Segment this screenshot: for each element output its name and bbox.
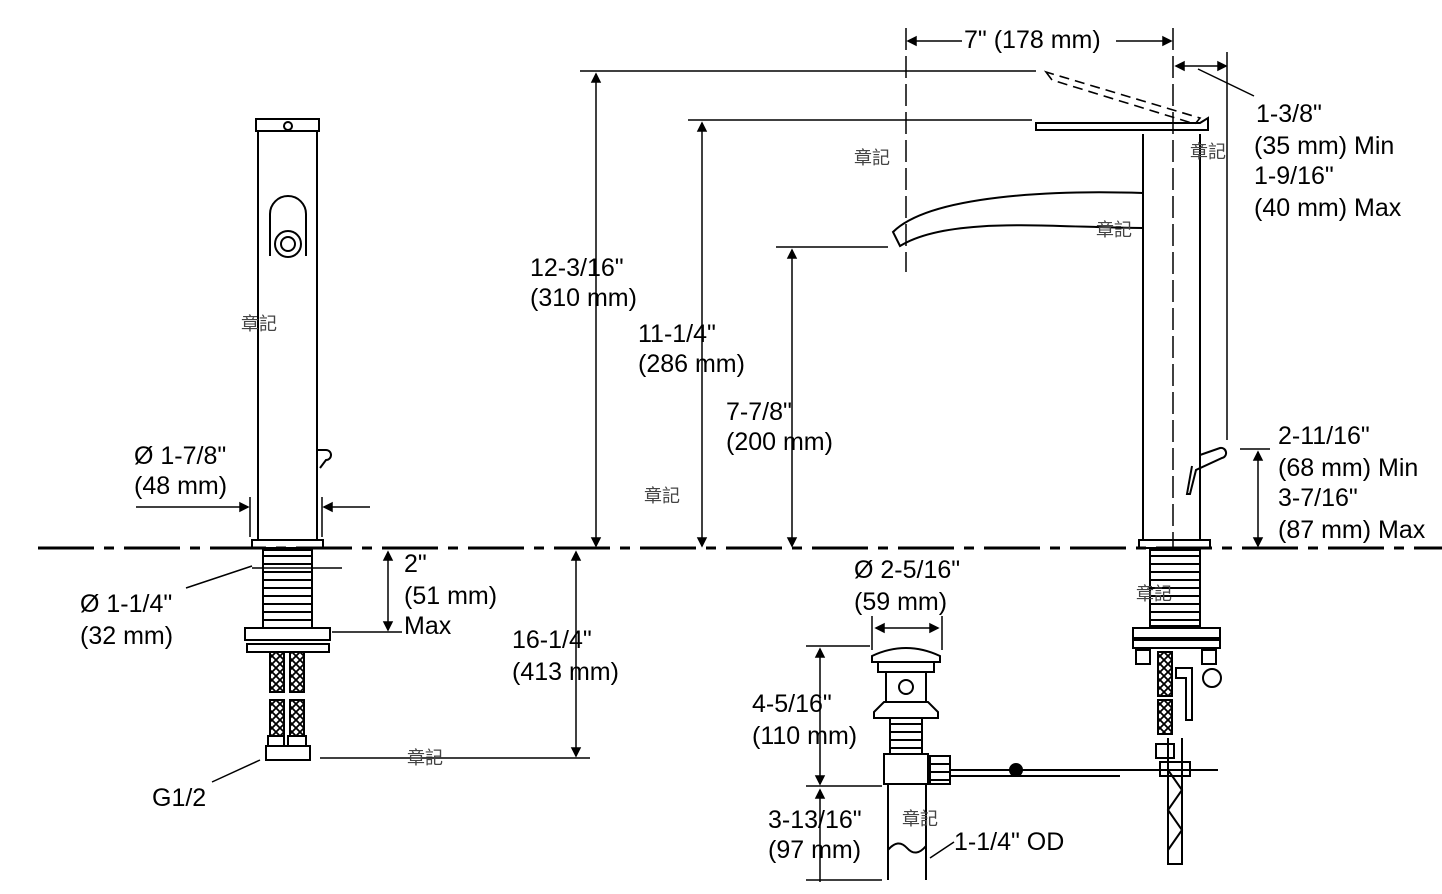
lift-rod-min-in: 2-11/16" xyxy=(1278,422,1370,450)
top-height-in: 11-1/4" xyxy=(638,320,716,348)
watermark: 章記 xyxy=(644,486,680,507)
tailpiece-length-in: 3-13/16" xyxy=(768,806,862,834)
watermarks: 章記 章記 章記 章記 章記 章記 章記 章記 xyxy=(241,142,1226,830)
dimension-labels: 7" (178 mm) 1-3/8" (35 mm) Min 1-9/16" (… xyxy=(80,26,1426,864)
drain-diameter-in: Ø 2-5/16" xyxy=(854,556,960,584)
shank-diameter-mm: (32 mm) xyxy=(80,622,173,650)
lift-rod-max-in: 3-7/16" xyxy=(1278,484,1358,512)
shank-diameter-in: Ø 1-1/4" xyxy=(80,590,172,618)
under-deck-mm: (413 mm) xyxy=(512,658,619,686)
connection-label: G1/2 xyxy=(152,784,206,812)
watermark: 章記 xyxy=(1096,220,1132,241)
front-view-dimension-lines xyxy=(136,497,590,783)
watermark: 章記 xyxy=(902,809,938,830)
overall-height-in: 12-3/16" xyxy=(530,254,624,282)
drain-dimension-lines xyxy=(806,616,955,882)
handle-max-mm: (40 mm) Max xyxy=(1254,194,1402,222)
tailpiece-length-mm: (97 mm) xyxy=(768,836,861,864)
watermark: 章記 xyxy=(241,314,277,335)
handle-open-outline xyxy=(1043,70,1202,125)
side-view-faucet xyxy=(891,116,1228,865)
watermark: 章記 xyxy=(1190,142,1226,163)
handle-min-mm: (35 mm) Min xyxy=(1254,132,1394,160)
watermark: 章記 xyxy=(407,748,443,769)
deck-thickness-note: Max xyxy=(404,612,452,640)
top-height-mm: (286 mm) xyxy=(638,350,745,378)
overall-height-mm: (310 mm) xyxy=(530,284,637,312)
drain-height-in: 4-5/16" xyxy=(752,690,832,718)
drain-diameter-mm: (59 mm) xyxy=(854,588,947,616)
tailpiece-od-label: 1-1/4" OD xyxy=(954,828,1064,856)
spout-reach-label: 7" (178 mm) xyxy=(964,26,1101,54)
lift-rod-max-mm: (87 mm) Max xyxy=(1278,516,1426,544)
watermark: 章記 xyxy=(1136,584,1172,605)
pop-up-drain xyxy=(871,647,1120,880)
handle-min-in: 1-3/8" xyxy=(1256,100,1322,128)
lift-rod-min-mm: (68 mm) Min xyxy=(1278,454,1418,482)
deck-thickness-mm: (51 mm) xyxy=(404,582,497,610)
drain-height-mm: (110 mm) xyxy=(752,722,857,750)
handle-max-in: 1-9/16" xyxy=(1254,162,1334,190)
front-view-faucet xyxy=(244,118,332,761)
under-deck-in: 16-1/4" xyxy=(512,626,592,654)
body-diameter-mm: (48 mm) xyxy=(134,472,227,500)
deck-thickness-in: 2" xyxy=(404,550,427,578)
body-diameter-in: Ø 1-7/8" xyxy=(134,442,226,470)
watermark: 章記 xyxy=(854,148,890,169)
spout-height-mm: (200 mm) xyxy=(726,428,833,456)
spout-height-in: 7-7/8" xyxy=(726,398,792,426)
side-view-dimension-lines xyxy=(580,28,1270,548)
